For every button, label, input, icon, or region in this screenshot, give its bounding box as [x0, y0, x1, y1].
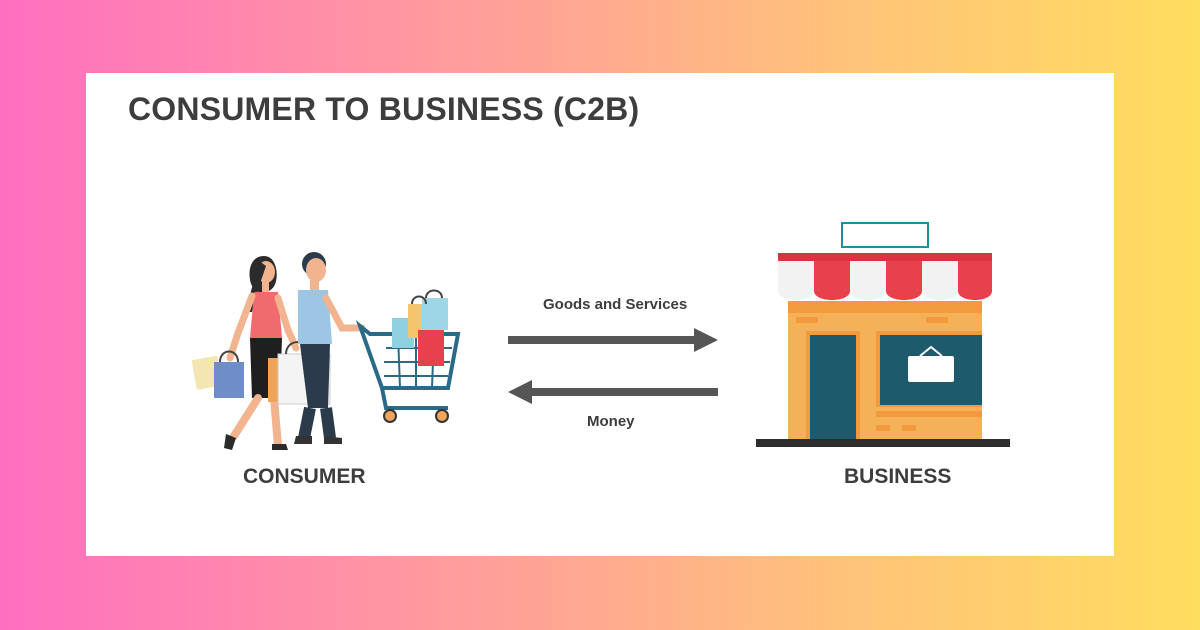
woman-figure [191, 256, 331, 450]
diagram-card: CONSUMER TO BUSINESS (C2B) [86, 73, 1114, 556]
page-title: CONSUMER TO BUSINESS (C2B) [128, 91, 640, 127]
arrow-right-icon [508, 328, 718, 352]
money-label: Money [587, 413, 635, 430]
shopping-cart-icon [355, 289, 461, 423]
arrow-left-icon [508, 380, 718, 404]
awning [778, 261, 992, 300]
consumer-label: CONSUMER [243, 465, 366, 488]
goods-and-services-label: Goods and Services [543, 296, 688, 313]
shoppers-with-cart-icon [191, 252, 461, 450]
storefront-icon [756, 222, 1010, 447]
business-label: BUSINESS [844, 465, 952, 488]
man-figure [294, 252, 366, 444]
